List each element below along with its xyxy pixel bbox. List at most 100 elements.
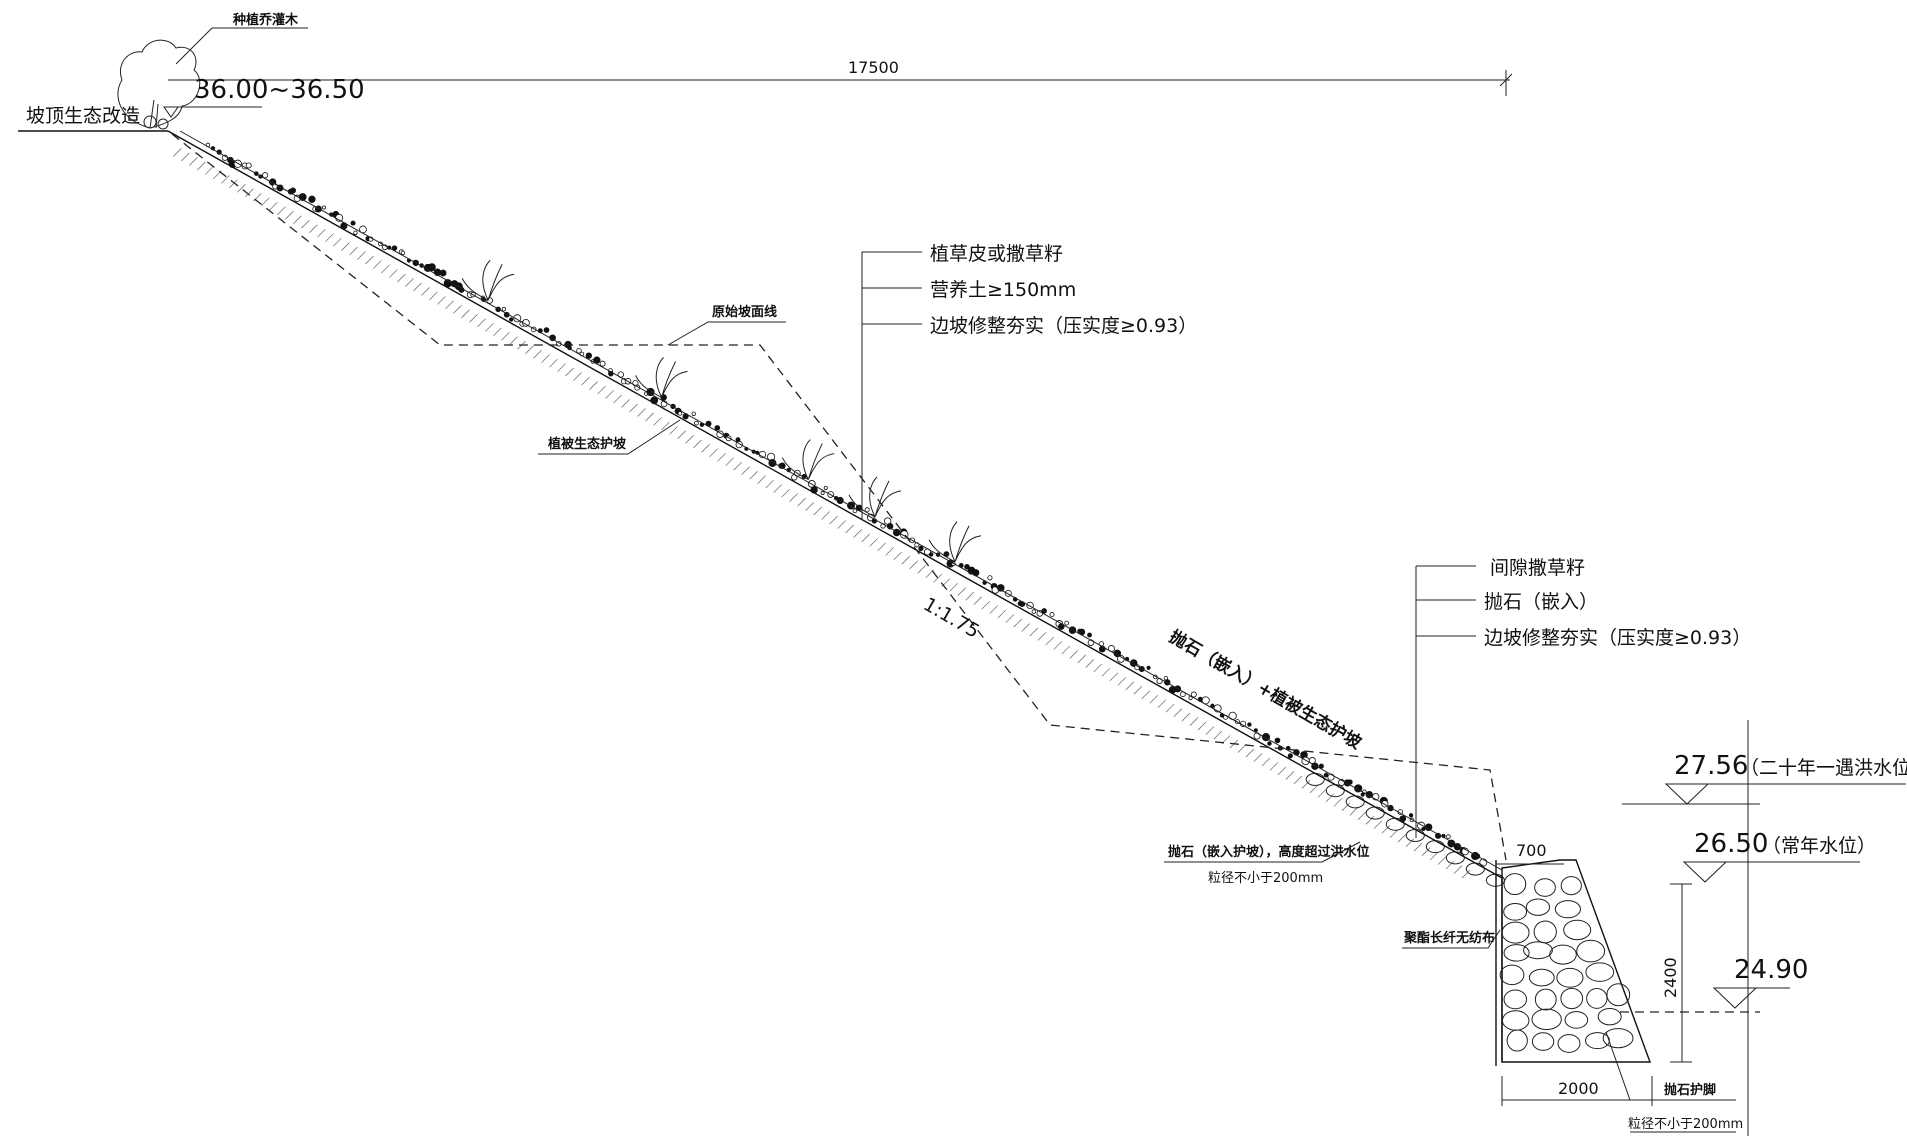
flood-level-marker [1664,783,1710,805]
top-road-label: 坡顶生态改造 [26,105,140,127]
hatch-mark [1333,798,1343,807]
hatch-mark [1077,654,1087,664]
hatch-mark [965,591,975,601]
hatch-mark [1397,833,1407,843]
grass-tuft-icon [461,259,515,301]
hatch-mark [917,565,926,574]
hatch-mark [1365,816,1375,825]
hatch-mark [357,251,366,260]
hatch-mark [1165,703,1175,713]
hatch-mark [1005,614,1015,623]
shrub-mark [714,425,721,431]
hatch-mark [741,466,750,475]
shrub-mark [987,575,993,581]
bottom-label-3: 边坡修整夯实（压实度≥0.93） [1484,627,1751,649]
toe-leader [1605,1031,1736,1101]
hatch-mark [181,152,190,162]
hatch-mark [725,457,734,467]
hatch-mark [1429,851,1439,861]
normal-level-value: 26.50 [1694,829,1768,859]
shrub-mark [1408,813,1414,818]
hatch-mark [453,305,462,314]
hatch-mark [485,322,494,332]
shrub-mark [543,327,550,333]
shrub-mark [1247,722,1252,727]
slope-stone [1365,806,1385,820]
hatch-mark [541,354,550,363]
hatch-mark [1421,847,1431,856]
shrub-mark [864,507,870,513]
hatch-mark [221,175,230,184]
toe-stone [1585,1032,1610,1050]
hatch-mark [1325,793,1335,803]
hatch-mark [1245,748,1255,758]
hatch-mark [869,538,878,547]
toe-stone [1503,873,1527,896]
hatch-mark [293,215,302,224]
hatch-mark [317,228,326,238]
hatch-mark [1349,807,1359,816]
riprap-note-1: 抛石（嵌入护坡），高度超过洪水位 [1168,844,1370,860]
hatch-mark [621,399,630,408]
hatch-mark [1125,681,1135,691]
shrub-mark [400,250,406,256]
top-dimension-value: 17500 [848,58,899,77]
hatch-mark [637,408,646,417]
toe-stone [1503,903,1528,921]
toe-stone [1506,1029,1528,1052]
slope-stone [1445,851,1465,865]
toe-stone [1557,1034,1581,1053]
toe-stone [1531,1008,1562,1031]
hatch-mark [1109,672,1119,682]
hatch-mark [789,493,798,502]
hatch-mark [1405,838,1415,847]
hatch-mark [173,148,182,157]
shrub-mark [1190,691,1197,698]
hatch-mark [533,349,542,359]
hatch-mark [197,161,206,171]
hatch-mark [1181,712,1191,722]
hatch-mark [269,201,278,211]
slope-stone [1425,840,1445,854]
shrub-mark [290,187,297,194]
hatch-mark [1085,659,1095,668]
hatch-mark [365,255,374,265]
hatch-mark [717,452,726,462]
hatch-mark [1445,860,1455,870]
hatch-mark [893,551,902,561]
hatch-mark [1189,717,1199,726]
shrub-mark [1049,612,1055,617]
hatch-mark [405,278,414,287]
hatch-mark [501,331,510,341]
hatch-mark [645,412,654,422]
slope-ratio-label: 1:1.75 [920,593,984,642]
shrub-mark [1031,609,1037,614]
hatch-mark [1309,784,1319,794]
toe-stone [1560,876,1582,896]
hatch-mark [677,430,686,440]
shrub-mark [823,485,828,491]
hatch-mark [1117,677,1127,686]
hatch-mark [821,511,830,520]
flood-level-name: （二十年一遇洪水位） [1740,757,1907,779]
hatch-mark [813,506,822,516]
slope-stone [1325,784,1345,798]
toe-stone [1556,967,1584,988]
planting-leader [175,27,308,65]
top-elevation-value: 36.00~36.50 [194,75,365,105]
hatch-mark [669,426,678,435]
hatch-mark [1269,762,1279,771]
hatch-mark [445,300,454,310]
hatch-mark [949,582,959,592]
slope-subgrade-line [179,130,1503,871]
toe-stone [1501,1010,1530,1031]
shrub-mark [593,356,601,364]
toe-stone [1560,987,1584,1010]
hatch-mark [189,157,198,166]
hatch-mark [877,542,886,552]
toe-stone [1501,921,1530,944]
hatch-mark [397,273,406,283]
toe-stone [1602,1028,1634,1049]
slope-stone [1305,772,1325,786]
